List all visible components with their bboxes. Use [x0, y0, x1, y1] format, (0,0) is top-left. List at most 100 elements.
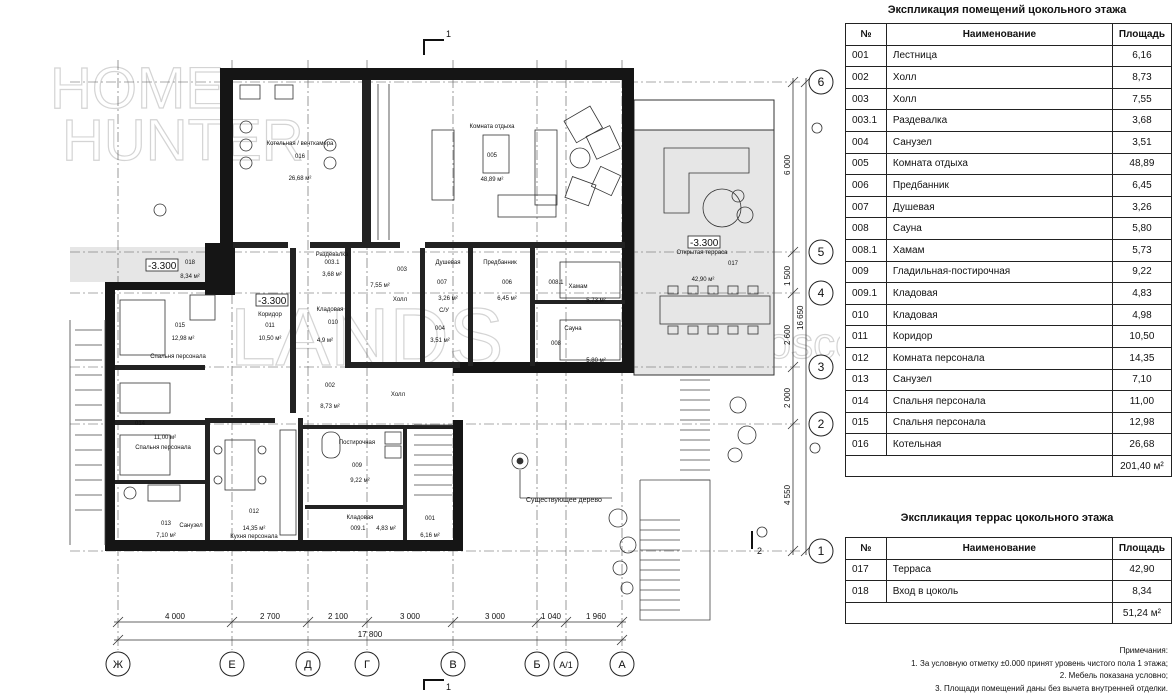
- cell-area: 6,45: [1111, 174, 1172, 197]
- room-area: 42,90 м²: [692, 277, 715, 283]
- dimension-text: 6 000: [783, 154, 792, 175]
- cell-name: Холл: [885, 87, 1113, 111]
- axis-number: 4: [818, 286, 825, 300]
- axis-number: 1: [818, 544, 825, 558]
- floor-plan-drawing: HOME HUNTER LANDS Moscow: [49, 29, 840, 692]
- cell-number: 002: [845, 66, 887, 89]
- room-name: Раздевалка: [316, 252, 349, 258]
- axis-number: 6: [818, 75, 825, 89]
- room-number: 005: [487, 153, 498, 159]
- cell-area: 26,68: [1111, 433, 1172, 456]
- cell-number: 014: [845, 390, 887, 413]
- col-header-name: Наименование: [885, 23, 1113, 46]
- dimension-text: 3 000: [400, 612, 421, 621]
- room-name: Открытая терраса: [677, 250, 729, 256]
- room-number: 015: [175, 323, 186, 329]
- note-line: 2. Мебель показана условно;: [1059, 671, 1168, 680]
- furniture: [69, 84, 823, 621]
- cell-area: 7,55: [1111, 87, 1172, 111]
- col-header-number: №: [845, 23, 887, 46]
- room-number: 009.1: [350, 526, 366, 532]
- cell-number: 004: [845, 130, 887, 154]
- cell-name: Хамам: [885, 238, 1113, 262]
- cell-name: Санузел: [885, 130, 1113, 154]
- cell-area: 9,22: [1111, 260, 1172, 284]
- cell-area: 3,26: [1111, 195, 1172, 219]
- dimension-text: 2 700: [260, 612, 281, 621]
- room-area: 3,51 м²: [430, 338, 449, 344]
- room-area: 7,10 м²: [156, 533, 175, 539]
- room-number: 001: [425, 516, 436, 522]
- room-area: 9,22 м²: [350, 478, 369, 484]
- cell-name: Лестница: [885, 44, 1113, 68]
- room-name: С/У: [439, 308, 449, 314]
- cell-number: 017: [845, 558, 887, 582]
- dimension-text: 3 000: [485, 612, 506, 621]
- cell-name: Коридор: [885, 325, 1113, 348]
- room-area: 4,9 м²: [317, 338, 333, 344]
- room-area: 8,73 м²: [320, 404, 339, 410]
- axis-letter: Г: [364, 659, 370, 671]
- room-number: 016: [295, 154, 306, 160]
- room-number: 006: [502, 280, 513, 286]
- level-mark: -3.300: [258, 296, 287, 307]
- dimension-text: 1 960: [586, 612, 607, 621]
- room-name: Хамам: [569, 284, 588, 290]
- cell-name: Терраса: [885, 558, 1113, 582]
- cell-name: Спальня персонала: [885, 411, 1113, 435]
- axis-letter: Ж: [113, 659, 123, 671]
- cell-number: 003.1: [845, 109, 887, 132]
- cell-number: 018: [845, 580, 887, 603]
- cell-name: Вход в цоколь: [885, 580, 1113, 603]
- cell-number: 005: [845, 152, 887, 176]
- exterior-walls: [105, 68, 634, 551]
- dimension-text: 2 600: [783, 324, 792, 345]
- table1-title: Экспликация помещений цокольного этажа: [887, 4, 1127, 16]
- axis-letter: А/1: [559, 660, 573, 670]
- room-number: 004: [435, 326, 446, 332]
- room-number: 014: [135, 421, 146, 427]
- axis-letter: А: [618, 659, 626, 671]
- dimension-total: 17 800: [358, 630, 383, 639]
- cell-number: 009: [845, 260, 887, 284]
- cell-area: 10,50: [1111, 325, 1172, 348]
- room-name: Комната отдыха: [470, 124, 516, 130]
- room-name: Холл: [393, 297, 408, 303]
- col-header-area: Площадь: [1111, 23, 1172, 46]
- room-name: Холл: [391, 392, 406, 398]
- cell-name: Санузел: [885, 368, 1113, 392]
- cell-area: 5,73: [1111, 238, 1172, 262]
- cell-area: 12,98: [1111, 411, 1172, 435]
- cell-name: Комната персонала: [885, 346, 1113, 370]
- room-area: 3,68 м²: [322, 272, 341, 278]
- room-number: 018: [185, 260, 196, 266]
- cell-number: 012: [845, 346, 887, 370]
- room-name: Спальня персонала: [150, 354, 206, 360]
- room-area: 11,00 м²: [154, 435, 176, 441]
- room-name: Коридор: [258, 312, 282, 318]
- room-number: 003.1: [324, 260, 340, 266]
- tree-label: Существующее дерево: [526, 497, 602, 504]
- room-area: 26,68 м²: [289, 176, 312, 182]
- cell-number: 008: [845, 217, 887, 240]
- room-area: 5,80 м²: [586, 358, 605, 364]
- room-area: 6,45 м²: [497, 296, 516, 302]
- room-area: 48,89 м²: [481, 177, 504, 183]
- axis-letter-bubbles: [105, 651, 635, 677]
- col-header-number: №: [845, 537, 887, 560]
- cell-area: 42,90: [1111, 558, 1172, 582]
- cell-name: Кладовая: [885, 282, 1113, 305]
- total-row: 201,40 м²: [845, 454, 1172, 478]
- room-number: 007: [437, 280, 448, 286]
- dimension-text: 2 000: [783, 387, 792, 408]
